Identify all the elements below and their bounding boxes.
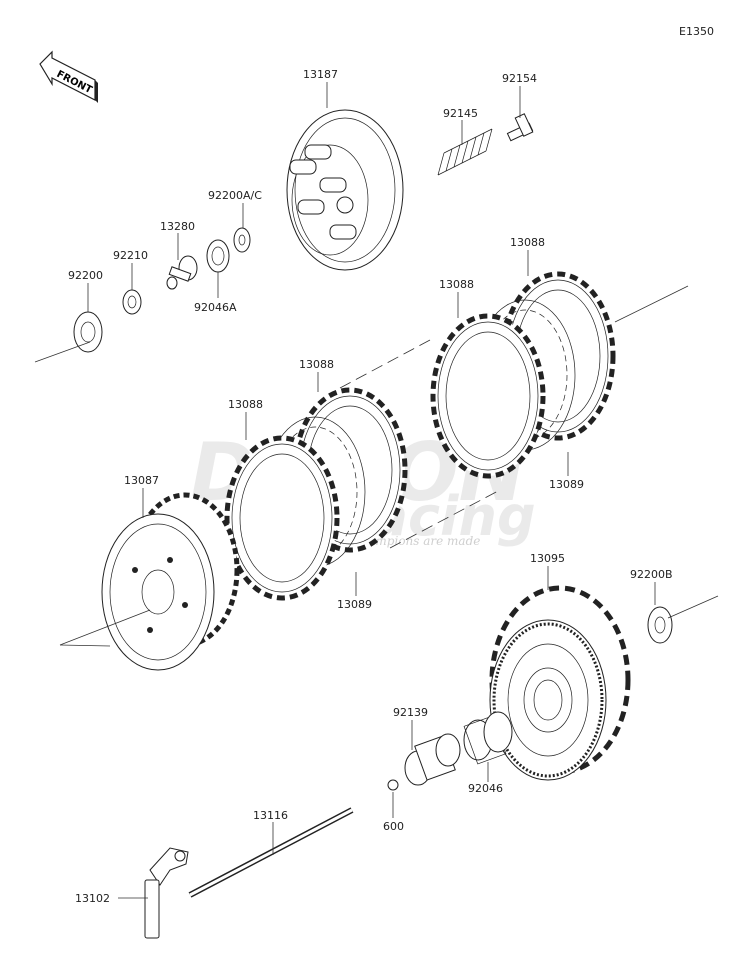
needle-bearing bbox=[463, 711, 513, 765]
label-13095: 13095 bbox=[530, 552, 565, 565]
push-rod bbox=[188, 807, 354, 898]
clutch-spring bbox=[437, 128, 493, 176]
label-92046a: 92046A bbox=[194, 301, 237, 314]
label-92200: 92200 bbox=[68, 269, 103, 282]
label-13088-c: 13088 bbox=[299, 358, 334, 371]
clutch-nut bbox=[122, 289, 142, 315]
friction-plate-lower-left bbox=[224, 435, 340, 601]
diagram-code: E1350 bbox=[679, 25, 714, 38]
label-92139: 92139 bbox=[393, 706, 428, 719]
bolt bbox=[506, 113, 534, 142]
steel-ball bbox=[387, 779, 399, 791]
friction-plate-upper-middle bbox=[430, 313, 546, 479]
pressure-plate bbox=[286, 109, 404, 271]
clutch-housing bbox=[101, 492, 240, 671]
label-13088-d: 13088 bbox=[228, 398, 263, 411]
clutch-hub bbox=[489, 585, 631, 781]
label-13089-b: 13089 bbox=[337, 598, 372, 611]
leader-lines bbox=[87, 82, 656, 899]
label-13088-b: 13088 bbox=[439, 278, 474, 291]
label-13116: 13116 bbox=[253, 809, 288, 822]
label-92210: 92210 bbox=[113, 249, 148, 262]
axis-line-hub bbox=[667, 595, 719, 619]
sleeve bbox=[404, 733, 461, 786]
axis-line-lower-dashed bbox=[389, 489, 501, 549]
label-92145: 92145 bbox=[443, 107, 478, 120]
axis-line-housing bbox=[59, 609, 151, 646]
label-13087: 13087 bbox=[124, 474, 159, 487]
label-92200ac: 92200A/C bbox=[208, 189, 262, 202]
washer-92200ac bbox=[233, 227, 251, 253]
label-13089-a: 13089 bbox=[549, 478, 584, 491]
label-92046: 92046 bbox=[468, 782, 503, 795]
label-92200b: 92200B bbox=[630, 568, 673, 581]
clutch-pusher bbox=[166, 255, 198, 290]
label-13102: 13102 bbox=[75, 892, 110, 905]
part-labels: 13187 92154 92145 92200A/C 13280 92210 9… bbox=[68, 68, 673, 905]
label-13088-a: 13088 bbox=[510, 236, 545, 249]
label-600: 600 bbox=[383, 820, 404, 833]
label-13187: 13187 bbox=[303, 68, 338, 81]
label-13280: 13280 bbox=[160, 220, 195, 233]
release-lever bbox=[144, 847, 189, 939]
axis-line-top-left bbox=[34, 341, 91, 363]
thrust-bearing bbox=[206, 239, 230, 273]
label-92154: 92154 bbox=[502, 72, 537, 85]
washer-92200b bbox=[647, 606, 673, 644]
front-arrow-icon: FRONT bbox=[39, 50, 98, 103]
axis-line-center-dashed bbox=[339, 339, 431, 389]
axis-line-top-right bbox=[614, 285, 689, 323]
